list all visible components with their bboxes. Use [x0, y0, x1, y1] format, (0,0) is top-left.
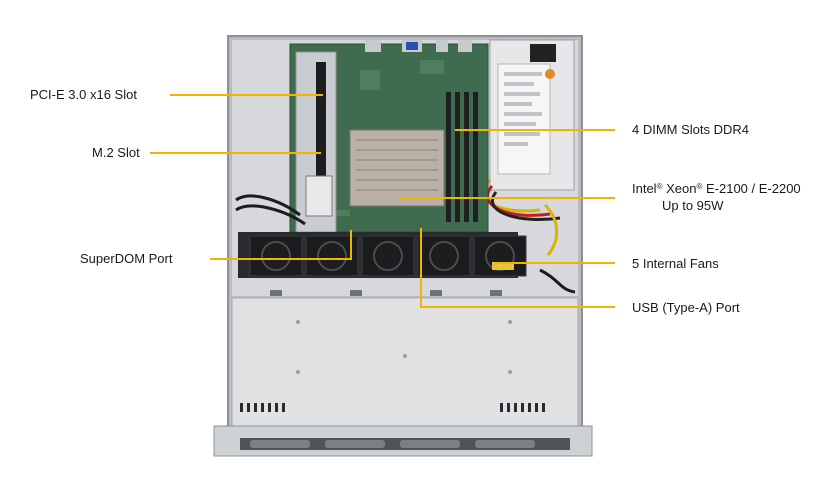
dimm-slots-label: 4 DIMM Slots DDR4 — [632, 122, 750, 137]
cpu-tdp-label: Up to 95W — [662, 198, 724, 213]
usb-leader-line — [420, 228, 615, 308]
cpu-heatsink — [349, 129, 445, 207]
usb-port-label: USB (Type-A) Port — [632, 300, 740, 315]
pcie-slot-label: PCI-E 3.0 x16 Slot — [30, 87, 137, 102]
drive-tray-rails — [270, 290, 502, 296]
power-supply — [489, 39, 575, 191]
pcie-slot — [316, 62, 326, 182]
m2-slot-label: M.2 Slot — [92, 145, 140, 160]
motherboard — [289, 40, 489, 233]
dimm-slots — [446, 92, 478, 222]
cpu-label: Intel® Xeon® E-2100 / E-2200 — [632, 181, 801, 196]
internal-fans — [238, 232, 527, 278]
superdom-leader-line — [210, 230, 352, 260]
internal-cables — [235, 194, 576, 294]
superdom-port-label: SuperDOM Port — [80, 251, 173, 266]
m2-slot — [305, 175, 333, 217]
front-vents — [240, 403, 545, 412]
internal-fans-label: 5 Internal Fans — [632, 256, 719, 271]
leader-lines — [150, 94, 615, 308]
